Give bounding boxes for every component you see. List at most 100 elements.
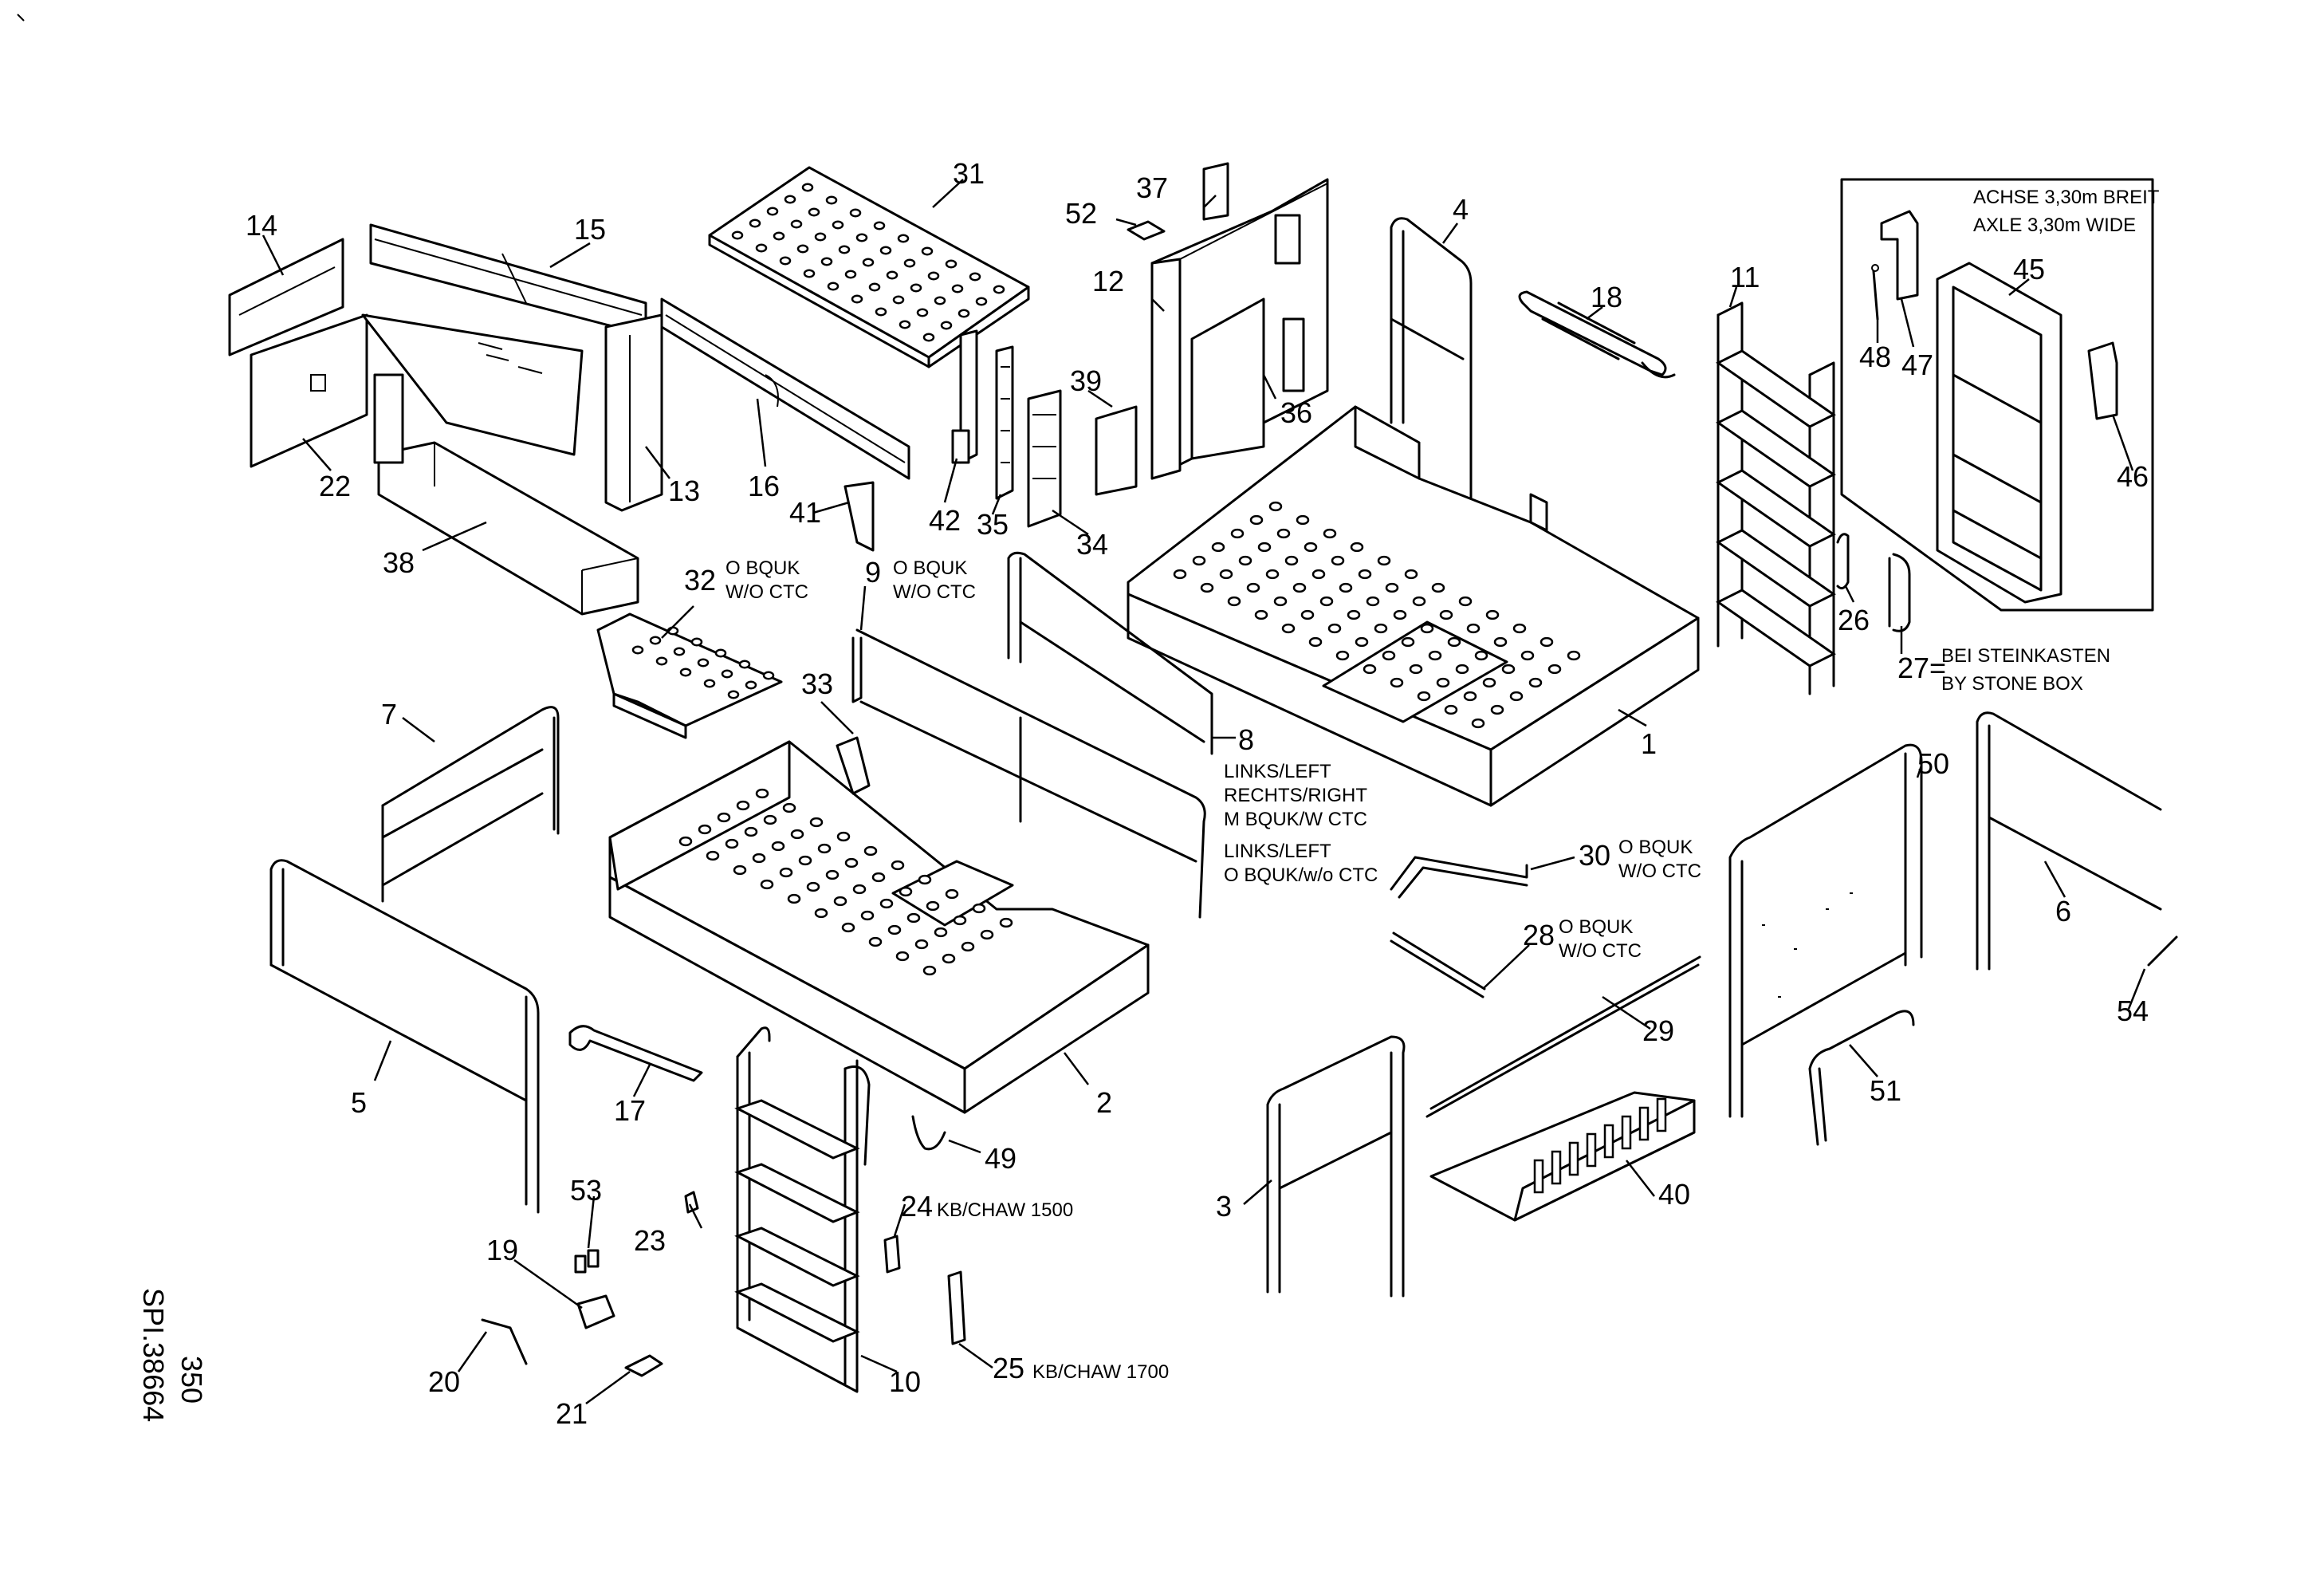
perforation-hole bbox=[914, 939, 929, 950]
part-10-ladder bbox=[734, 1026, 871, 1393]
perforation-hole bbox=[903, 258, 916, 268]
perforation-hole bbox=[787, 893, 801, 904]
perforation-hole bbox=[706, 850, 720, 861]
perforation-hole bbox=[1227, 596, 1241, 607]
part-29-bar bbox=[1425, 955, 1701, 1118]
label-part-25: 25 bbox=[993, 1352, 1024, 1384]
box-slot bbox=[1638, 1106, 1650, 1141]
label-part-51: 51 bbox=[1870, 1074, 1901, 1107]
perforation-hole bbox=[1366, 596, 1380, 607]
label-part-32: 32 bbox=[684, 564, 716, 597]
perforation-hole bbox=[1249, 514, 1264, 526]
perforation-hole bbox=[1296, 514, 1310, 526]
perforation-hole bbox=[1347, 609, 1361, 620]
perforation-hole bbox=[951, 284, 964, 293]
perforation-hole bbox=[1567, 650, 1581, 661]
perforation-hole bbox=[887, 924, 902, 935]
perforation-hole bbox=[891, 860, 905, 871]
perforation-hole bbox=[782, 802, 796, 813]
perforation-hole bbox=[1436, 677, 1450, 688]
perforation-hole bbox=[1463, 691, 1477, 702]
label-part-8: 8 bbox=[1238, 723, 1254, 756]
perforation-hole bbox=[841, 922, 855, 933]
note-9-line1: O BQUK bbox=[893, 557, 967, 579]
perforation-hole bbox=[863, 845, 878, 857]
note-28-line1: O BQUK bbox=[1559, 916, 1633, 938]
perforation-hole bbox=[958, 309, 970, 318]
perforation-hole bbox=[1273, 596, 1288, 607]
perforation-hole bbox=[755, 243, 768, 253]
perforation-hole bbox=[833, 896, 847, 907]
box-slot bbox=[1568, 1141, 1579, 1176]
perforation-hole bbox=[1173, 569, 1187, 580]
perforation-hole bbox=[725, 838, 739, 849]
label-part-31: 31 bbox=[953, 157, 985, 190]
part-11-ladder bbox=[1716, 301, 1836, 695]
label-part-10: 10 bbox=[889, 1365, 921, 1398]
perforation-hole bbox=[714, 648, 727, 658]
label-part-42: 42 bbox=[929, 504, 961, 537]
perforation-hole bbox=[779, 256, 792, 266]
ladder-rung bbox=[734, 1227, 860, 1287]
perforation-hole bbox=[1390, 677, 1404, 688]
part-27-handle bbox=[1888, 553, 1911, 632]
label-part-17: 17 bbox=[614, 1094, 646, 1127]
label-part-6: 6 bbox=[2055, 895, 2071, 927]
part-32-step-plate bbox=[596, 612, 783, 739]
ladder-rung bbox=[734, 1282, 860, 1343]
perforation-hole bbox=[796, 244, 809, 254]
perforation-hole bbox=[1192, 555, 1206, 566]
note-32-line2: W/O CTC bbox=[726, 581, 808, 603]
perforation-hole bbox=[1323, 528, 1337, 539]
perforation-hole bbox=[879, 246, 892, 255]
part-21-clip bbox=[624, 1354, 663, 1377]
perforation-hole bbox=[731, 230, 744, 240]
perforation-hole bbox=[1311, 569, 1326, 580]
perforation-hole bbox=[749, 219, 761, 228]
perforation-hole bbox=[918, 874, 932, 885]
perforation-hole bbox=[1420, 623, 1434, 634]
perforation-hole bbox=[927, 271, 940, 281]
perforation-hole bbox=[698, 824, 712, 835]
perforation-hole bbox=[1292, 582, 1307, 593]
note-27-line1: BEI STEINKASTEN bbox=[1941, 645, 2110, 667]
perforation-hole bbox=[678, 836, 693, 847]
perforation-hole bbox=[763, 814, 777, 825]
perforation-hole bbox=[760, 879, 774, 890]
perforation-hole bbox=[1230, 528, 1245, 539]
drawing-number: SPI.38664 bbox=[137, 1288, 170, 1422]
perforation-hole bbox=[1474, 650, 1488, 661]
perforation-hole bbox=[934, 927, 948, 938]
perforation-hole bbox=[1447, 636, 1461, 648]
note-30-line1: O BQUK bbox=[1618, 837, 1693, 858]
perforation-hole bbox=[779, 867, 793, 878]
perforation-hole bbox=[969, 272, 981, 282]
sheet-reference: 350 SPI.38664 bbox=[137, 1288, 208, 1422]
perforation-hole bbox=[1417, 691, 1431, 702]
perforation-hole bbox=[738, 660, 751, 669]
note-8-line1: LINKS/LEFT bbox=[1224, 761, 1331, 782]
perforation-hole bbox=[773, 231, 785, 241]
corner-mark bbox=[17, 14, 25, 22]
perforation-hole bbox=[844, 857, 859, 868]
part-37-bracket bbox=[1202, 162, 1229, 221]
perforation-hole bbox=[875, 307, 887, 317]
perforation-hole bbox=[1265, 569, 1280, 580]
perforation-hole bbox=[945, 888, 959, 900]
perforation-hole bbox=[849, 208, 862, 218]
label-part-19: 19 bbox=[486, 1234, 518, 1266]
label-part-20: 20 bbox=[428, 1365, 460, 1398]
perforation-hole bbox=[752, 853, 766, 864]
perforation-hole bbox=[980, 929, 994, 940]
perforation-hole bbox=[1219, 569, 1233, 580]
part-8-railing bbox=[1007, 551, 1213, 755]
label-part-30: 30 bbox=[1579, 839, 1610, 872]
part-20-bent-rod bbox=[481, 1318, 528, 1365]
perforation-hole bbox=[1490, 704, 1504, 715]
note-8-line3: M BQUK/W CTC bbox=[1224, 809, 1367, 830]
perforation-hole bbox=[945, 259, 958, 269]
perforation-hole bbox=[1401, 636, 1415, 648]
perforation-hole bbox=[860, 910, 875, 921]
part-33-bracket bbox=[836, 736, 871, 795]
note-8-line4: LINKS/LEFT bbox=[1224, 841, 1331, 862]
